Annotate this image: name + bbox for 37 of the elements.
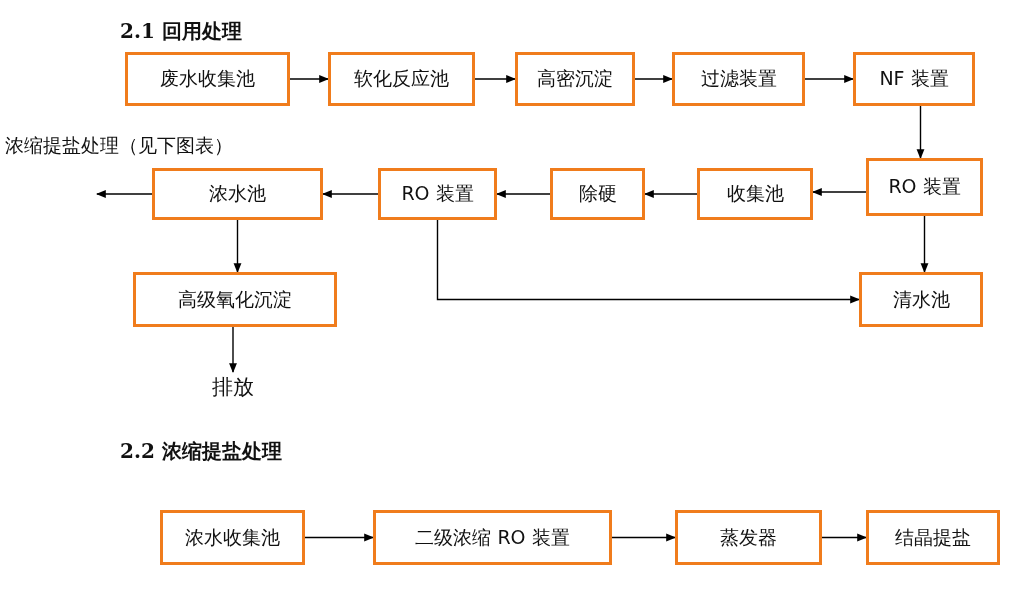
arrow	[611, 533, 676, 542]
process-box: 结晶提盐	[866, 510, 1000, 565]
process-box: 浓水池	[152, 168, 323, 220]
arrow	[821, 533, 867, 542]
arrow	[322, 190, 379, 198]
process-box: 收集池	[697, 168, 813, 220]
section-heading: 2.2 浓缩提盐处理	[120, 438, 282, 465]
process-box: 高级氧化沉淀	[133, 272, 337, 327]
arrow	[304, 533, 374, 542]
note-text: 浓缩提盐处理（见下图表）	[5, 133, 233, 158]
arrow	[804, 75, 854, 83]
arrow	[474, 75, 516, 83]
arrow	[920, 215, 929, 273]
process-box: NF 装置	[853, 52, 975, 106]
process-box: 清水池	[859, 272, 983, 327]
arrow	[96, 190, 153, 198]
arrow	[229, 326, 237, 373]
process-box: 过滤装置	[672, 52, 805, 106]
arrow	[496, 190, 551, 198]
process-box: 除硬	[550, 168, 645, 220]
process-box: 浓水收集池	[160, 510, 305, 565]
process-box: 高密沉淀	[515, 52, 635, 106]
process-box: RO 装置	[378, 168, 497, 220]
arrow	[812, 188, 867, 196]
arrow	[233, 219, 242, 273]
arrow	[436, 219, 860, 304]
arrow	[916, 105, 925, 159]
process-box: 软化反应池	[328, 52, 475, 106]
section-heading: 2.1 回用处理	[120, 18, 242, 45]
process-box: 蒸发器	[675, 510, 822, 565]
process-box: 二级浓缩 RO 装置	[373, 510, 612, 565]
outlet-label: 排放	[203, 372, 263, 402]
arrow	[289, 75, 329, 83]
arrow	[644, 190, 698, 198]
process-box: RO 装置	[866, 158, 983, 216]
arrow	[634, 75, 673, 83]
process-box: 废水收集池	[125, 52, 290, 106]
